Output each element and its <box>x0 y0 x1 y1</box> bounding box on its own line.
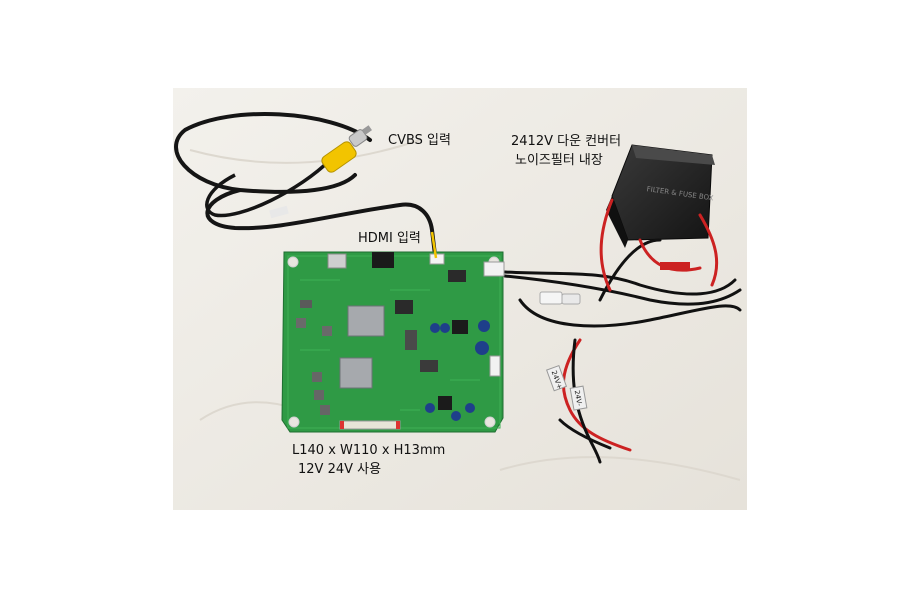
wire-connector-2 <box>561 293 581 305</box>
hdmi-input-label: HDMI 입력 <box>358 231 421 246</box>
wire-tag-positive: 24V+ <box>546 364 568 392</box>
wire-connector <box>539 291 563 305</box>
converter-label-line1: 2412V 다운 컨버터 <box>511 134 622 149</box>
pcb-board <box>281 251 505 433</box>
wire-tag-negative-label: 24V- <box>573 390 584 407</box>
converter-box: FILTER & FUSE BOX <box>606 144 715 248</box>
cvbs-input-label: CVBS 입력 <box>388 133 451 148</box>
cvbs-cable <box>174 112 437 257</box>
converter-label-line2: 노이즈필터 내장 <box>515 153 603 168</box>
power-wires <box>503 198 742 464</box>
rca-plug <box>321 125 372 173</box>
board-voltage-label: 12V 24V 사용 <box>298 462 382 477</box>
board-dimensions-label: L140 x W110 x H13mm <box>292 443 446 458</box>
wire-tag-negative: 24V- <box>569 385 588 411</box>
